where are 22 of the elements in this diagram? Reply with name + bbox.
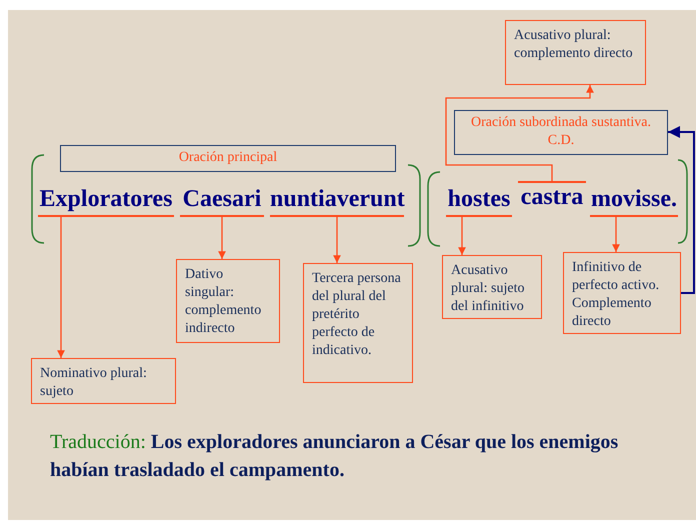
clause-box: Oración principal: [60, 145, 396, 172]
annotation-box: Acusativo plural: complemento directo: [505, 20, 646, 85]
annotation-box: Nominativo plural: sujeto: [31, 358, 176, 404]
arrow: [218, 217, 226, 259]
latin-word: hostes: [446, 185, 512, 217]
clause-box: Oración subordinada sustantiva. C.D.: [454, 110, 668, 155]
latin-word: Exploratores: [38, 185, 174, 217]
annotation-box: Dativo singular: complemento indirecto: [176, 259, 280, 343]
annotation-box: Acusativo plural: sujeto del infinitivo: [442, 255, 542, 319]
latin-word: nuntiaverunt: [270, 185, 404, 217]
latin-word: castra: [518, 181, 586, 217]
latin-word: Caesari: [180, 185, 264, 217]
arrow: [445, 85, 594, 181]
latin-word: movisse.: [590, 185, 678, 217]
arrow: [612, 217, 620, 252]
arrow: [458, 217, 466, 255]
annotation-box: Tercera persona del plural del pretérito perfecto de indicativo.: [303, 263, 413, 383]
arrow: [333, 217, 341, 263]
arrow: [57, 217, 65, 358]
annotation-box: Infinitivo de perfecto activo. Complemento directo: [563, 252, 681, 334]
arrow: [668, 126, 695, 294]
translation-text: Traducción: Los exploradores anunciaron a César que los enemigos habían trasladado el campamento.: [50, 430, 620, 483]
